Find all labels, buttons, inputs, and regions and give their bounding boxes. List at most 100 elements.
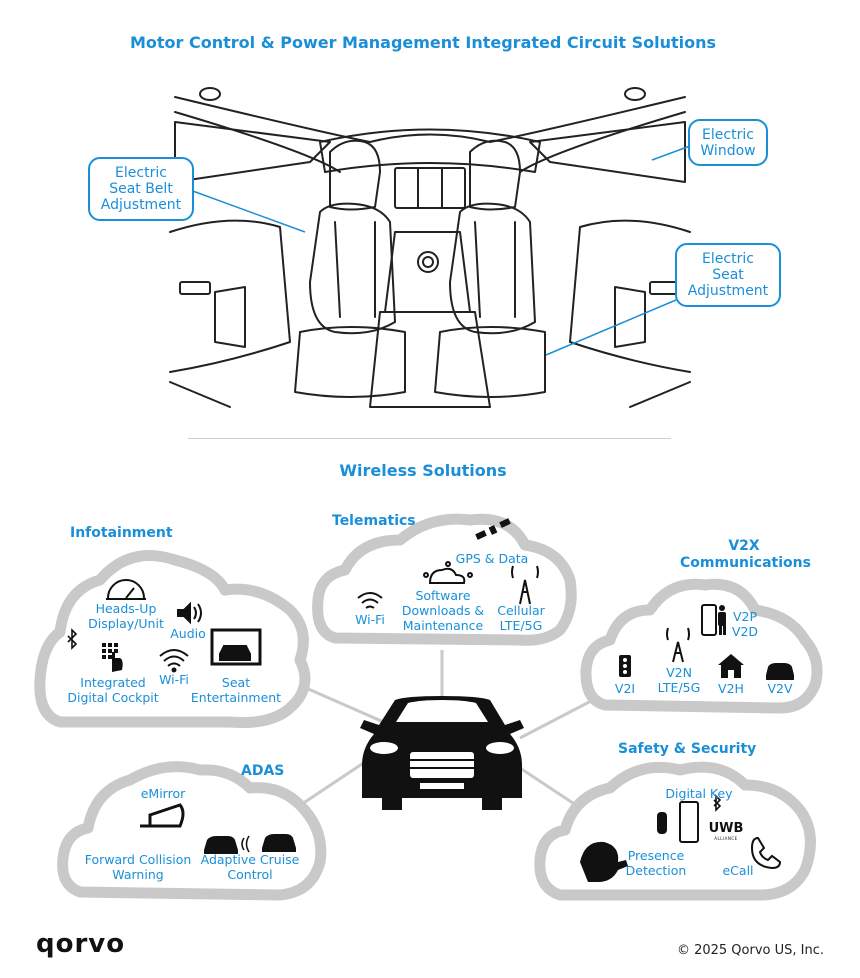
qorvo-logo: qorvo <box>36 929 126 959</box>
ecall-label: eCall <box>722 863 754 878</box>
presence-person-icon <box>580 841 628 882</box>
cloud-v2x <box>580 578 823 714</box>
callout-line: Seat <box>712 267 744 283</box>
motor-control-title: Motor Control & Power Management Integra… <box>129 33 717 52</box>
satellite-icon <box>475 518 511 540</box>
callout-line: Electric <box>702 251 754 267</box>
callout-electric-seat-belt: Electric Seat Belt Adjustment <box>88 157 194 221</box>
cloud-infotainment <box>34 550 311 728</box>
car-icon-acc <box>262 834 296 852</box>
title-line: Communications <box>680 555 811 571</box>
phone-call-icon <box>750 836 782 870</box>
phone-icon-v2x <box>701 604 717 636</box>
speaker-icon <box>177 601 191 625</box>
gauge-icon <box>107 579 145 599</box>
cloud-network-icon <box>428 567 466 584</box>
wifi-icon-telematics <box>357 592 383 599</box>
callout-electric-seat: Electric Seat Adjustment <box>675 243 781 307</box>
house-icon <box>718 654 744 678</box>
label-line: Downloads & <box>401 603 485 618</box>
v2p-label: V2P V2D <box>730 609 760 639</box>
cellular-label: Cellular LTE/5G <box>492 603 550 633</box>
label-line: Adaptive Cruise <box>200 852 300 867</box>
label-line: Cellular <box>497 603 545 618</box>
label-line: V2P <box>732 609 758 624</box>
person-icon <box>719 605 725 611</box>
label-line: LTE/5G <box>657 680 701 695</box>
label-line: Maintenance <box>402 618 484 633</box>
infotainment-title: Infotainment <box>70 525 173 541</box>
cell-tower-icon-v2x <box>672 641 684 663</box>
adas-title: ADAS <box>241 763 285 779</box>
callout-line: Seat Belt <box>109 181 173 197</box>
wifi-label-infotainment: Wi-Fi <box>159 672 189 687</box>
software-label: Software Downloads & Maintenance <box>398 588 488 633</box>
bluetooth-icon-safety <box>713 794 722 812</box>
car-icon-v2v <box>766 663 794 680</box>
wireless-title: Wireless Solutions <box>339 461 507 480</box>
v2n-label: V2N LTE/5G <box>652 665 706 695</box>
label-line: Seat <box>221 675 251 690</box>
wifi-label-telematics: Wi-Fi <box>355 612 385 627</box>
v2x-title: V2X Communications <box>680 538 811 572</box>
seat-entertainment-label: Seat Entertainment <box>190 675 282 705</box>
cloud-telematics <box>312 513 577 646</box>
label-line: LTE/5G <box>499 618 543 633</box>
callout-electric-window: Electric Window <box>688 119 768 166</box>
digital-key-label: Digital Key <box>665 786 733 801</box>
car-interior-illustration <box>169 87 691 408</box>
car-icon-fcw <box>204 836 238 854</box>
label-line: Detection <box>625 863 687 878</box>
label-line: Software <box>415 588 471 603</box>
gps-label: GPS & Data <box>455 551 529 566</box>
label-line: Control <box>227 867 273 882</box>
callout-line: Adjustment <box>687 283 769 299</box>
fcw-label: Forward Collision Warning <box>80 852 196 882</box>
safety-title: Safety & Security <box>618 741 757 757</box>
cockpit-label: Integrated Digital Cockpit <box>66 675 160 705</box>
label-line: Warning <box>112 867 164 882</box>
label-line: Display/Unit <box>88 616 164 631</box>
callout-line: Adjustment <box>100 197 182 213</box>
copyright: © 2025 Qorvo US, Inc. <box>676 943 824 958</box>
uwb-logo: UWB ALLIANCE <box>708 822 744 842</box>
bluetooth-icon <box>67 628 78 650</box>
label-line: Integrated <box>80 675 146 690</box>
label-line: V2D <box>731 624 759 639</box>
callout-line: Electric <box>702 127 754 143</box>
hud-label: Heads-Up Display/Unit <box>86 601 166 631</box>
label-line: Entertainment <box>190 690 282 705</box>
callout-line: Window <box>700 143 756 159</box>
connector-adas <box>295 758 369 810</box>
label-line: Heads-Up <box>95 601 157 616</box>
audio-label: Audio <box>170 626 206 641</box>
title-line: V2X <box>728 538 760 554</box>
connector-v2x <box>519 698 594 740</box>
emirror-label: eMirror <box>140 786 186 801</box>
uwb-sub-text: ALLIANCE <box>714 836 738 841</box>
cockpit-keypad-icon <box>102 643 123 672</box>
wifi-icon-infotainment <box>159 649 189 657</box>
label-line: V2N <box>666 665 692 680</box>
radar-waves-icon <box>241 835 250 853</box>
section-divider <box>188 438 671 439</box>
callout-line: Electric <box>115 165 167 181</box>
label-line: Forward Collision <box>84 852 192 867</box>
presence-label: Presence Detection <box>624 848 688 878</box>
telematics-title: Telematics <box>332 513 416 529</box>
smartphone-icon <box>679 801 699 843</box>
label-line: Digital Cockpit <box>67 690 159 705</box>
v2v-label: V2V <box>767 681 793 696</box>
label-line: Presence <box>627 848 685 863</box>
v2h-label: V2H <box>718 681 744 696</box>
mirror-icon <box>148 803 185 828</box>
seat-screen-icon <box>210 628 262 666</box>
key-fob-icon <box>657 812 667 834</box>
v2i-label: V2I <box>614 681 636 696</box>
connector-infotainment <box>305 686 396 729</box>
cloud-adas <box>57 761 327 901</box>
central-car-icon <box>360 696 524 810</box>
acc-label: Adaptive Cruise Control <box>198 852 302 882</box>
